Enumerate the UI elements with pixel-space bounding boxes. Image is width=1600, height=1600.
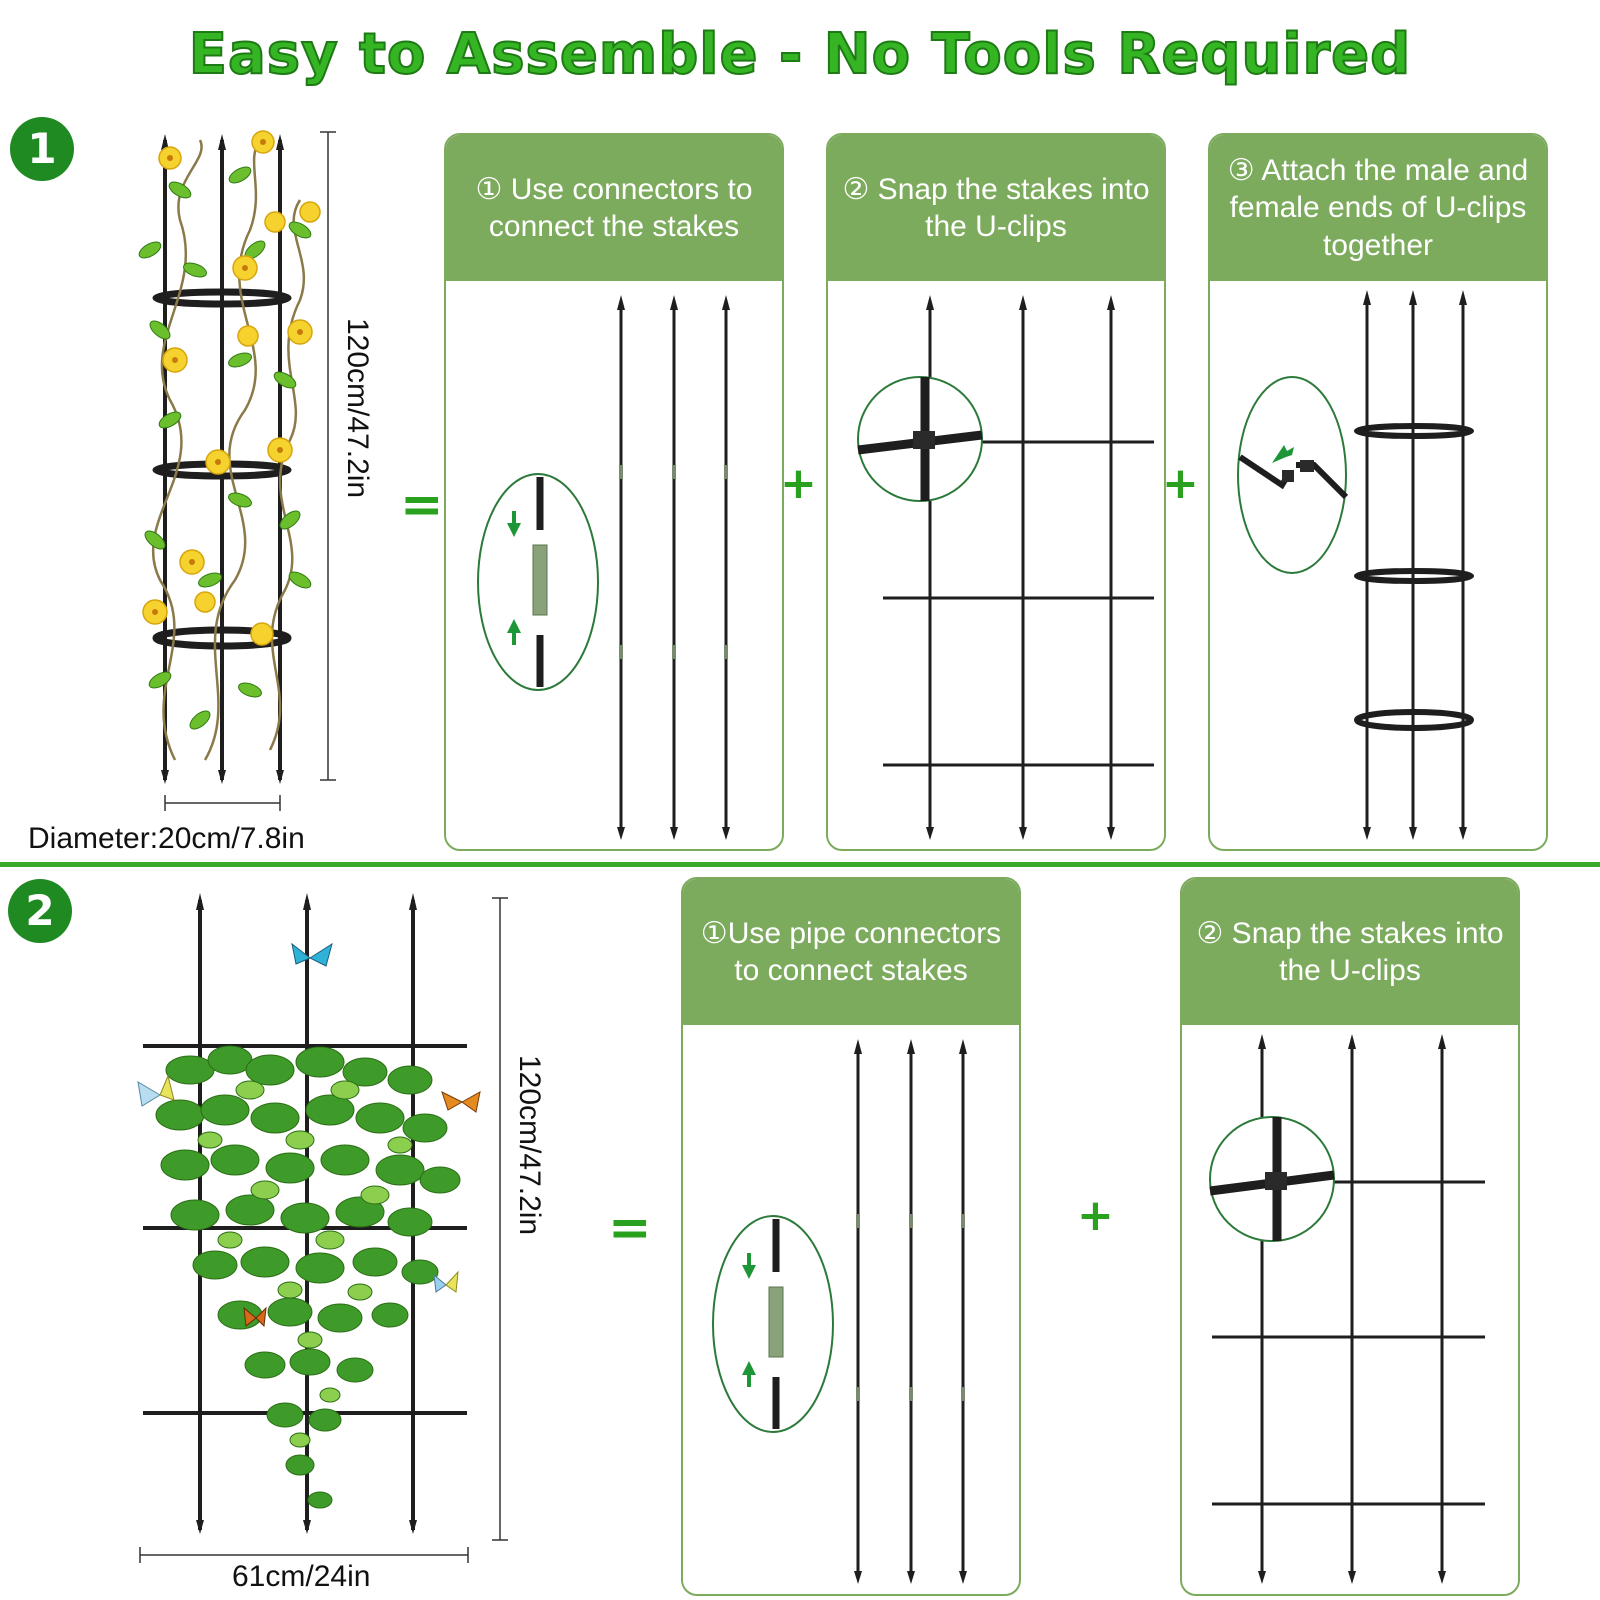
section-1-step-1-text: ① Use connectors to connect the stakes <box>475 172 753 244</box>
section-2-equals-sign: = <box>608 1198 652 1258</box>
section-1-step-3-text: ③ Attach the male and female ends of U-c… <box>1227 153 1529 262</box>
section-2-plus-sign: + <box>1077 1190 1114 1241</box>
ring-assembly-diagram <box>1237 290 1474 840</box>
section-2-step-1-panel: ①Use pipe connectors to connect stakes <box>681 877 1021 1596</box>
section-1-step-1-header: ① Use connectors to connect the stakes <box>446 135 782 281</box>
section-divider <box>0 862 1600 867</box>
section-1-step-2-text: ② Snap the stakes into the U-clips <box>842 172 1150 244</box>
uclip-grid-diagram <box>857 295 1154 840</box>
section-1-step-2-header: ② Snap the stakes into the U-clips <box>828 135 1164 281</box>
butterflies <box>137 942 481 1328</box>
section-1-step-3-header: ③ Attach the male and female ends of U-c… <box>1210 135 1546 281</box>
section-1-plus-sign-2: + <box>1162 458 1199 509</box>
section-2-step-2-text: ② Snap the stakes into the U-clips <box>1196 916 1504 988</box>
obelisk-rings <box>152 288 292 650</box>
section-2-width-label: 61cm/24in <box>232 1560 371 1593</box>
section-1-step-3-panel: ③ Attach the male and female ends of U-c… <box>1208 133 1548 851</box>
section-1-equals-sign: = <box>400 475 444 535</box>
section-1-badge: 1 <box>10 117 74 181</box>
section-2-step-1-text: ①Use pipe connectors to connect stakes <box>700 916 1002 988</box>
section-1-plus-sign-1: + <box>780 458 817 509</box>
section-2-uclip-grid-diagram <box>1209 1034 1485 1584</box>
page-title: Easy to Assemble - No Tools Required <box>188 21 1412 88</box>
section-2-height-label: 120cm/47.2in <box>513 1055 546 1236</box>
section-2-step-1-header: ①Use pipe connectors to connect stakes <box>683 879 1019 1025</box>
pipe-connector-diagram <box>712 1039 967 1584</box>
section-2-step-2-panel: ② Snap the stakes into the U-clips <box>1180 877 1520 1596</box>
obelisk-stakes <box>163 140 282 780</box>
section-2-badge: 2 <box>8 879 72 943</box>
section-1-height-label: 120cm/47.2in <box>341 318 374 499</box>
section-2-step-2-header: ② Snap the stakes into the U-clips <box>1182 879 1518 1025</box>
connector-stakes-diagram <box>477 295 730 840</box>
section-1-diameter-label: Diameter:20cm/7.8in <box>28 822 305 855</box>
section-1-step-2-panel: ② Snap the stakes into the U-clips <box>826 133 1166 851</box>
section-1-step-1-panel: ① Use connectors to connect the stakes <box>444 133 784 851</box>
